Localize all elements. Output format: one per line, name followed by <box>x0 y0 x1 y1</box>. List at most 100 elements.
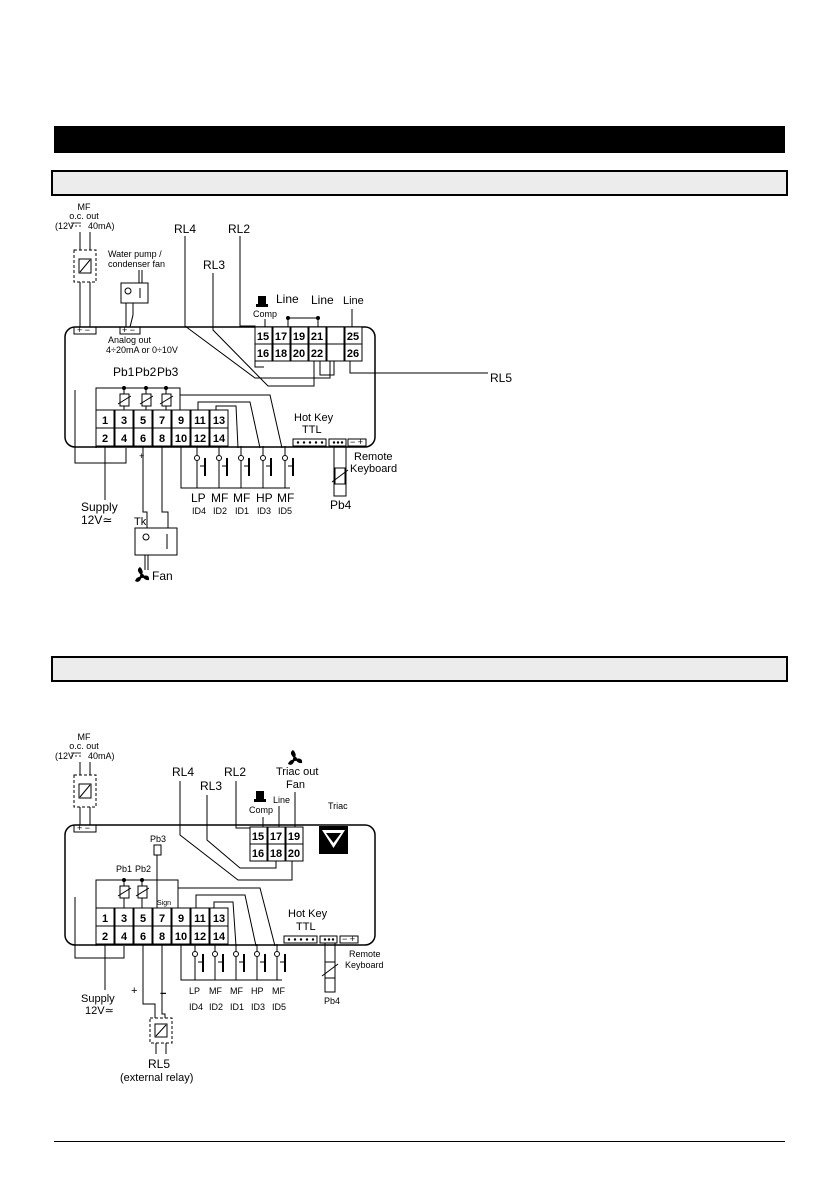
d2-triac-label: Triac <box>328 801 348 811</box>
d1-tk-relay <box>134 527 178 570</box>
d2-pb2-label: Pb2 <box>135 864 151 874</box>
d2-id5: ID5 <box>272 1002 286 1012</box>
d1-wiring-top <box>184 236 488 387</box>
terminal-number: 7 <box>159 415 165 427</box>
d1-mf-12v: (12V <box>55 221 74 231</box>
d1-mf-relay <box>73 232 97 327</box>
d2-mf-relay <box>73 762 97 825</box>
d2-input-hp: HP <box>251 986 264 996</box>
d1-mf-ma: 40mA) <box>88 221 115 231</box>
terminal-number: 25 <box>347 331 359 343</box>
d1-plus-label: + <box>139 451 144 461</box>
d1-line-label-2: Line <box>311 293 334 307</box>
terminal-number: 20 <box>288 848 300 860</box>
d2-input-mf-1: MF <box>209 986 222 996</box>
d2-pb4-probe <box>321 943 339 993</box>
d2-remote-port <box>339 935 359 944</box>
d2-remote-polarity: − + <box>342 934 355 944</box>
d2-mf-polarity: + − <box>77 823 90 833</box>
terminal-number: 16 <box>252 848 264 860</box>
d1-mf-label: MF <box>78 202 91 212</box>
d1-pb1-label: Pb1 <box>113 365 135 379</box>
terminal-number: 3 <box>121 913 127 925</box>
d1-water-pump-label-2: condenser fan <box>108 259 165 269</box>
d2-rl4-label: RL4 <box>172 765 194 779</box>
dc-symbol <box>71 222 81 227</box>
d1-pb2-label: Pb2 <box>135 365 157 379</box>
d2-rl2-label: RL2 <box>224 765 246 779</box>
terminal-number: 1 <box>102 913 108 925</box>
d2-pb3-label: Pb3 <box>150 834 166 844</box>
terminal-number: 16 <box>257 348 269 360</box>
d2-comp-label: Comp <box>249 805 273 815</box>
d1-input-mf-3: MF <box>277 491 294 505</box>
d1-keyboard-label: Keyboard <box>350 463 397 475</box>
d1-remote-polarity: − + <box>350 437 363 447</box>
terminal-number: 10 <box>175 931 187 943</box>
terminal-number: 2 <box>102 433 108 445</box>
terminal-number: 15 <box>257 331 269 343</box>
d1-remote-port <box>347 438 367 447</box>
d2-controller-outline <box>64 824 376 946</box>
d2-hot-key-label: Hot Key <box>288 908 328 920</box>
d1-input-mf-2: MF <box>233 491 250 505</box>
d1-id5: ID5 <box>278 506 292 516</box>
d2-sign-label: Sign <box>157 900 171 907</box>
d1-terminal-block-b: 1 3 5 7 9 11 13 2 4 6 8 10 12 14 <box>95 409 229 447</box>
terminal-number: 12 <box>194 931 206 943</box>
d1-input-lp: LP <box>191 491 206 505</box>
d1-hot-key-label: Hot Key <box>294 412 334 424</box>
d2-ttl-label: TTL <box>296 921 316 933</box>
d2-triac-fan-label: Fan <box>286 779 305 791</box>
d2-pb1-label: Pb1 <box>116 864 132 874</box>
terminal-number: 4 <box>121 433 128 445</box>
terminal-number: 6 <box>140 433 146 445</box>
d2-id1: ID1 <box>230 1002 244 1012</box>
d2-rl3-label: RL3 <box>200 779 222 793</box>
d2-id4: ID4 <box>189 1002 203 1012</box>
d2-rl5-wiring <box>142 944 173 1054</box>
d1-rl2-label: RL2 <box>228 222 250 236</box>
d1-id1: ID1 <box>235 506 249 516</box>
terminal-number: 13 <box>213 415 225 427</box>
terminal-number: 14 <box>213 931 226 943</box>
diagram-2-header <box>51 656 788 682</box>
d1-analog-out-label: Analog out <box>108 335 152 345</box>
d1-id4: ID4 <box>192 506 206 516</box>
d1-mf-polarity: + − <box>77 325 90 335</box>
terminal-number: 4 <box>121 931 128 943</box>
terminal-number: 5 <box>140 913 146 925</box>
terminal-number: 17 <box>275 331 287 343</box>
d1-analog-polarity: + − <box>122 325 135 335</box>
fan-icon <box>135 567 150 582</box>
terminal-number: 21 <box>311 331 323 343</box>
d2-input-lp: LP <box>189 986 200 996</box>
terminal-number: 18 <box>270 848 282 860</box>
terminal-number: 20 <box>293 348 305 360</box>
terminal-number: 8 <box>159 931 165 943</box>
d1-tk-wiring <box>142 446 169 528</box>
d2-probe-wiring <box>95 844 276 947</box>
d1-id3: ID3 <box>257 506 271 516</box>
diagram-1-header <box>51 170 788 196</box>
d1-controller-outline <box>64 326 376 448</box>
d2-remote-label: Remote <box>349 949 381 959</box>
d2-rl5-label: RL5 <box>148 1057 170 1071</box>
d1-remote-label: Remote <box>354 451 393 463</box>
terminal-number: 26 <box>347 348 359 360</box>
d1-supply-wiring <box>74 390 127 500</box>
d2-triac-out-label: Triac out <box>276 766 318 778</box>
d1-probe-wiring <box>95 386 283 449</box>
d2-mf-oc: o.c. out <box>69 741 99 751</box>
d2-mf-label: MF <box>78 732 91 742</box>
d2-supply-wiring <box>74 897 125 990</box>
terminal-number: 11 <box>194 415 206 427</box>
terminal-number: 10 <box>175 433 187 445</box>
d2-pb4-label: Pb4 <box>324 996 340 1006</box>
d2-id2: ID2 <box>209 1002 223 1012</box>
terminal-number: 12 <box>194 433 206 445</box>
d2-mf-12v: (12V <box>55 751 74 761</box>
terminal-number: 11 <box>194 913 206 925</box>
d2-plus-label: + <box>131 985 137 997</box>
